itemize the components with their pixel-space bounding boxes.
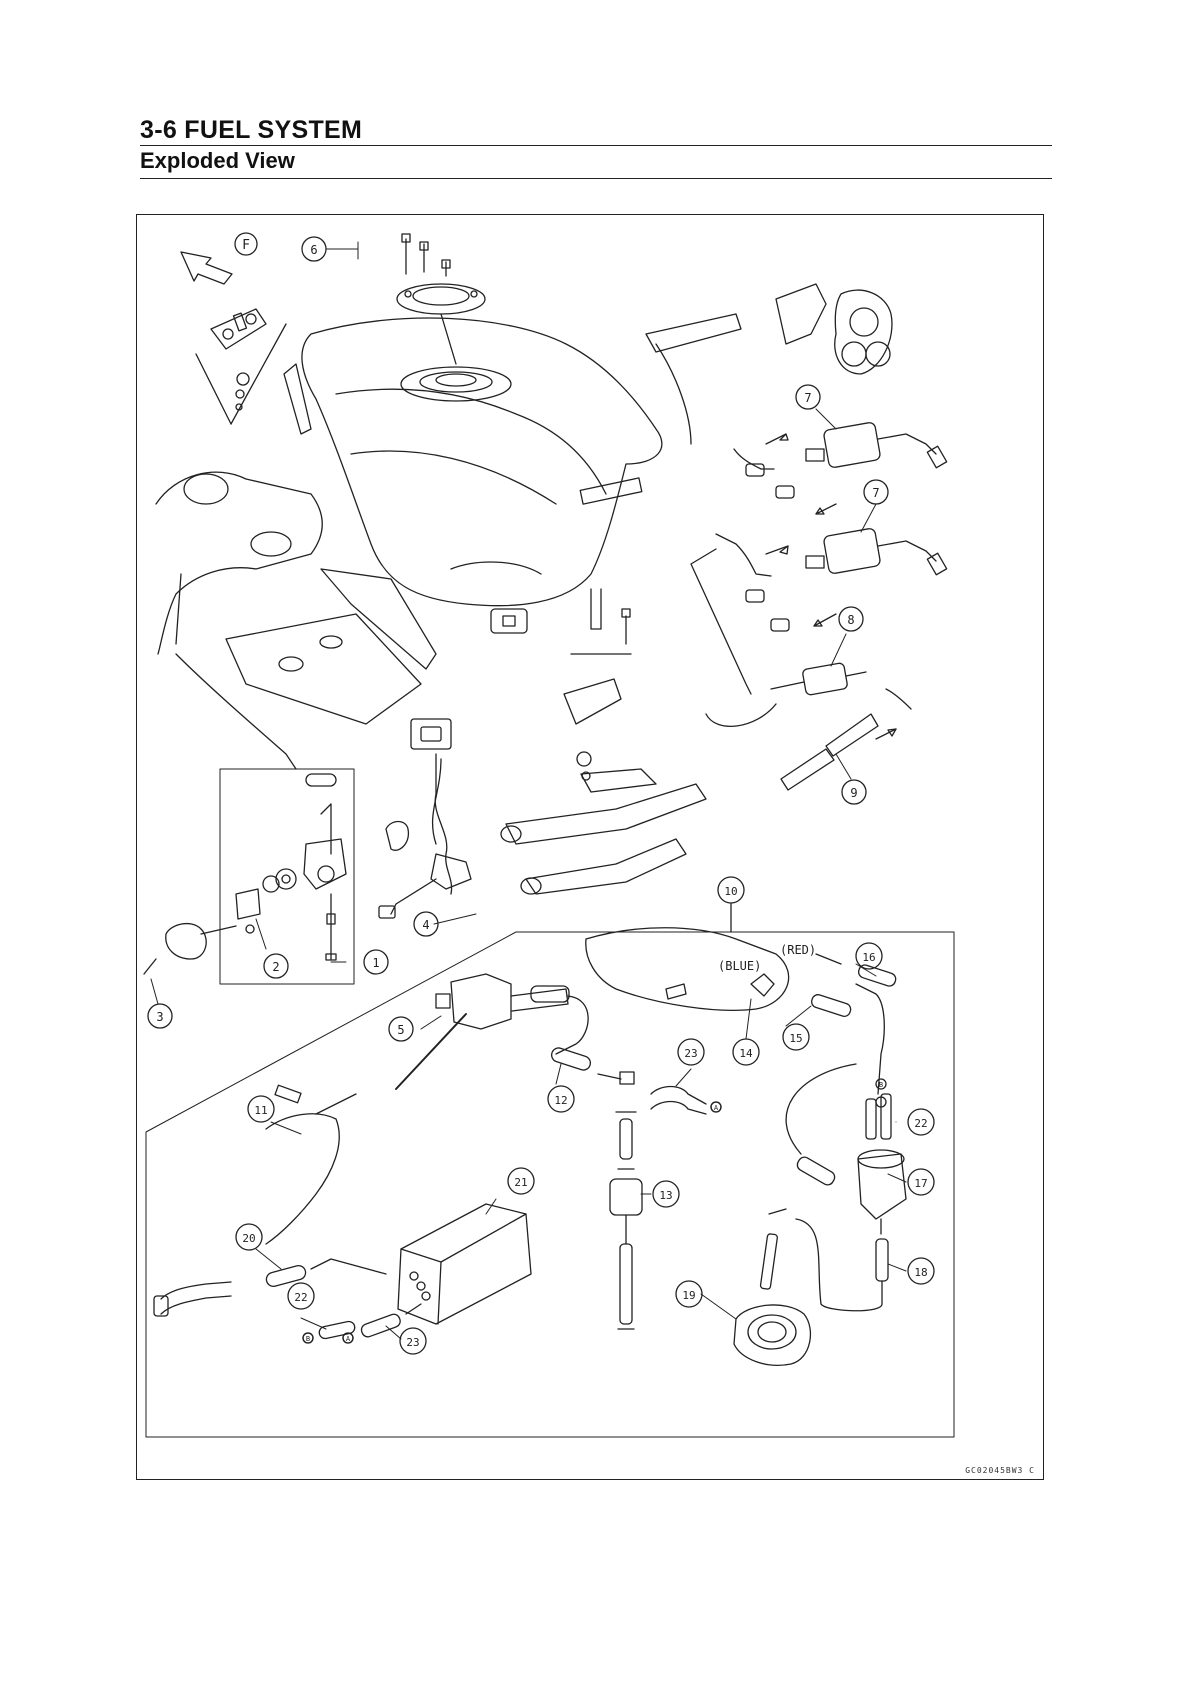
front-label: F — [242, 238, 250, 253]
callout-23a: 23 — [677, 1038, 705, 1066]
fuel-pump-lower — [690, 528, 948, 695]
callout-18: 18 — [907, 1257, 935, 1285]
rear-bracket — [563, 608, 632, 781]
figure-code: GC02045BW3 C — [965, 1466, 1035, 1475]
svg-text:3: 3 — [156, 1010, 163, 1024]
svg-text:14: 14 — [739, 1047, 753, 1060]
svg-text:1: 1 — [372, 956, 379, 970]
callout-10: 10 — [717, 876, 745, 904]
fuel-filter-13 — [609, 1111, 643, 1330]
mark-b: B — [879, 1081, 883, 1089]
callout-15: 15 — [782, 1023, 810, 1051]
svg-text:21: 21 — [514, 1176, 527, 1189]
header-rule-bottom — [140, 178, 1052, 179]
svg-text:22: 22 — [914, 1117, 927, 1130]
callout-22a: 22 — [907, 1108, 935, 1136]
fuel-tank — [283, 317, 663, 607]
mark-b-lower: B — [306, 1335, 310, 1343]
svg-text:15: 15 — [789, 1032, 802, 1045]
label-red: (RED) — [780, 943, 816, 957]
fuel-filter-8 — [705, 662, 912, 791]
svg-text:19: 19 — [682, 1289, 695, 1302]
fuel-sender-unit — [378, 718, 472, 919]
callout-2: 2 — [263, 953, 289, 979]
callout-17: 17 — [907, 1168, 935, 1196]
callout-4: 4 — [413, 911, 439, 937]
callout-9: 9 — [841, 779, 867, 805]
svg-text:23: 23 — [406, 1336, 419, 1349]
diagram-frame — [136, 214, 1044, 1480]
fuel-filter-17 — [785, 1063, 907, 1312]
chapter-title: 3-6 FUEL SYSTEM — [140, 116, 363, 144]
rear-damper — [490, 477, 643, 634]
svg-text:11: 11 — [254, 1104, 267, 1117]
front-arrow-icon: F — [180, 232, 258, 285]
callout-11: 11 — [247, 1095, 275, 1123]
callout-21: 21 — [507, 1167, 535, 1195]
hose-20 — [153, 1258, 387, 1317]
rear-frame — [500, 768, 707, 895]
callout-5: 5 — [388, 1016, 414, 1042]
hose-23 — [650, 1085, 722, 1115]
callout-13: 13 — [652, 1180, 680, 1208]
svg-text:17: 17 — [914, 1177, 927, 1190]
label-blue: (BLUE) — [718, 959, 761, 973]
hose-15 — [811, 994, 852, 1017]
fuel-cock-inset — [219, 768, 355, 985]
connector-marks: A B B A — [302, 1078, 887, 1344]
svg-text:2: 2 — [272, 960, 279, 974]
lower-detail-box — [145, 903, 955, 1438]
fuel-pump-19 — [733, 1208, 812, 1366]
svg-text:23: 23 — [684, 1047, 697, 1060]
callout-23b: 23 — [399, 1327, 427, 1355]
svg-text:9: 9 — [850, 786, 857, 800]
fuel-cock-5 — [395, 973, 589, 1090]
svg-text:12: 12 — [554, 1094, 567, 1107]
svg-text:18: 18 — [914, 1266, 927, 1279]
fuel-cap-assembly — [396, 233, 486, 365]
svg-text:20: 20 — [242, 1232, 255, 1245]
exploded-view-drawing: F — [143, 232, 955, 1438]
drain-lever — [143, 922, 237, 975]
svg-text:7: 7 — [804, 391, 811, 405]
frame-left — [155, 471, 323, 655]
callout-1: 1 — [363, 949, 389, 975]
callouts: 1 2 3 4 5 6 7 7 8 9 10 11 12 13 14 15 16… — [147, 236, 935, 1355]
svg-text:10: 10 — [724, 885, 737, 898]
mark-a: A — [714, 1104, 719, 1112]
header-rule-top — [140, 145, 1052, 146]
svg-text:4: 4 — [422, 918, 429, 932]
insulator-pads — [175, 568, 437, 770]
callout-7b: 7 — [863, 479, 889, 505]
callout-19: 19 — [675, 1280, 703, 1308]
svg-text:6: 6 — [310, 243, 317, 257]
svg-text:13: 13 — [659, 1189, 672, 1202]
callout-14: 14 — [732, 1038, 760, 1066]
page-header: 3-6 FUEL SYSTEM Exploded View — [140, 115, 1052, 179]
fuel-pump-upper — [733, 422, 948, 515]
callout-22b: 22 — [287, 1282, 315, 1310]
callout-6: 6 — [301, 236, 327, 262]
svg-text:22: 22 — [294, 1291, 307, 1304]
callout-3: 3 — [147, 1003, 173, 1029]
callout-8: 8 — [838, 606, 864, 632]
front-bracket — [195, 308, 287, 425]
svg-text:8: 8 — [847, 613, 854, 627]
svg-text:16: 16 — [862, 951, 875, 964]
callout-7a: 7 — [795, 384, 821, 410]
frame-top-right — [645, 283, 893, 445]
canister-21 — [397, 1203, 532, 1325]
callout-16: 16 — [855, 942, 883, 970]
svg-text:5: 5 — [397, 1023, 404, 1037]
frame-piece-11 — [265, 1084, 357, 1245]
hose-12 — [550, 1047, 635, 1085]
callout-12: 12 — [547, 1085, 575, 1113]
callout-20: 20 — [235, 1223, 263, 1251]
leader-lines — [150, 241, 907, 1340]
mark-a-lower: A — [346, 1335, 351, 1343]
hose-16 — [815, 953, 897, 1095]
tank-rear-lower — [585, 927, 790, 1011]
section-title: Exploded View — [140, 148, 295, 173]
svg-text:7: 7 — [872, 486, 879, 500]
